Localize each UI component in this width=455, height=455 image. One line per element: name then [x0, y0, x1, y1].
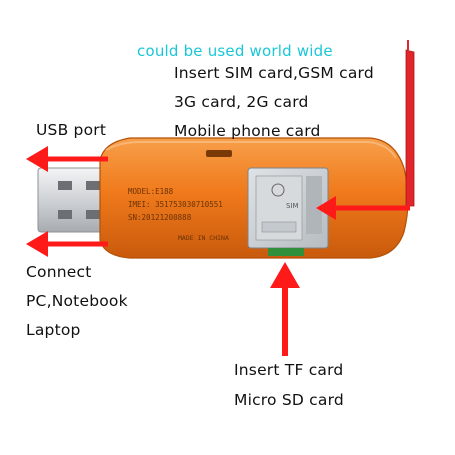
modem-body: MODEL:E188 IMEI: 351753030710551 SN:2012…: [99, 137, 409, 259]
sim-mark: SIM: [286, 202, 299, 210]
connect-caption-line3: Laptop: [26, 321, 81, 339]
imei-text: IMEI: 351753030710551: [128, 200, 223, 209]
sim-card-caption-line1: Insert SIM card,GSM card: [174, 64, 374, 82]
model-text: MODEL:E188: [128, 187, 174, 196]
connect-caption-line1: Connect: [26, 263, 92, 281]
made-in-text: MADE IN CHINA: [178, 234, 229, 242]
sim-card-icon: [271, 183, 285, 197]
tf-card-arrow: [270, 262, 300, 356]
sim-card-slot: SIM: [247, 167, 329, 256]
sim-card-caption-line3: Mobile phone card: [174, 122, 321, 140]
usb-connector: [37, 167, 109, 233]
antenna: [405, 40, 415, 207]
connect-caption-line2: PC,Notebook: [26, 292, 128, 310]
sn-text: SN:20121200888: [128, 213, 192, 222]
tf-card-caption-line2: Micro SD card: [234, 391, 344, 409]
usb-port-arrow: [26, 146, 108, 172]
sim-card-arrow: [316, 196, 410, 220]
connect-arrow: [26, 231, 108, 257]
device-label: MODEL:E188 IMEI: 351753030710551 SN:2012…: [128, 187, 229, 242]
tf-card-caption-line1: Insert TF card: [234, 361, 344, 379]
world-wide-headline: could be used world wide: [137, 42, 333, 60]
sim-card-caption-line2: 3G card, 2G card: [174, 93, 309, 111]
usb-port-caption: USB port: [36, 121, 107, 139]
